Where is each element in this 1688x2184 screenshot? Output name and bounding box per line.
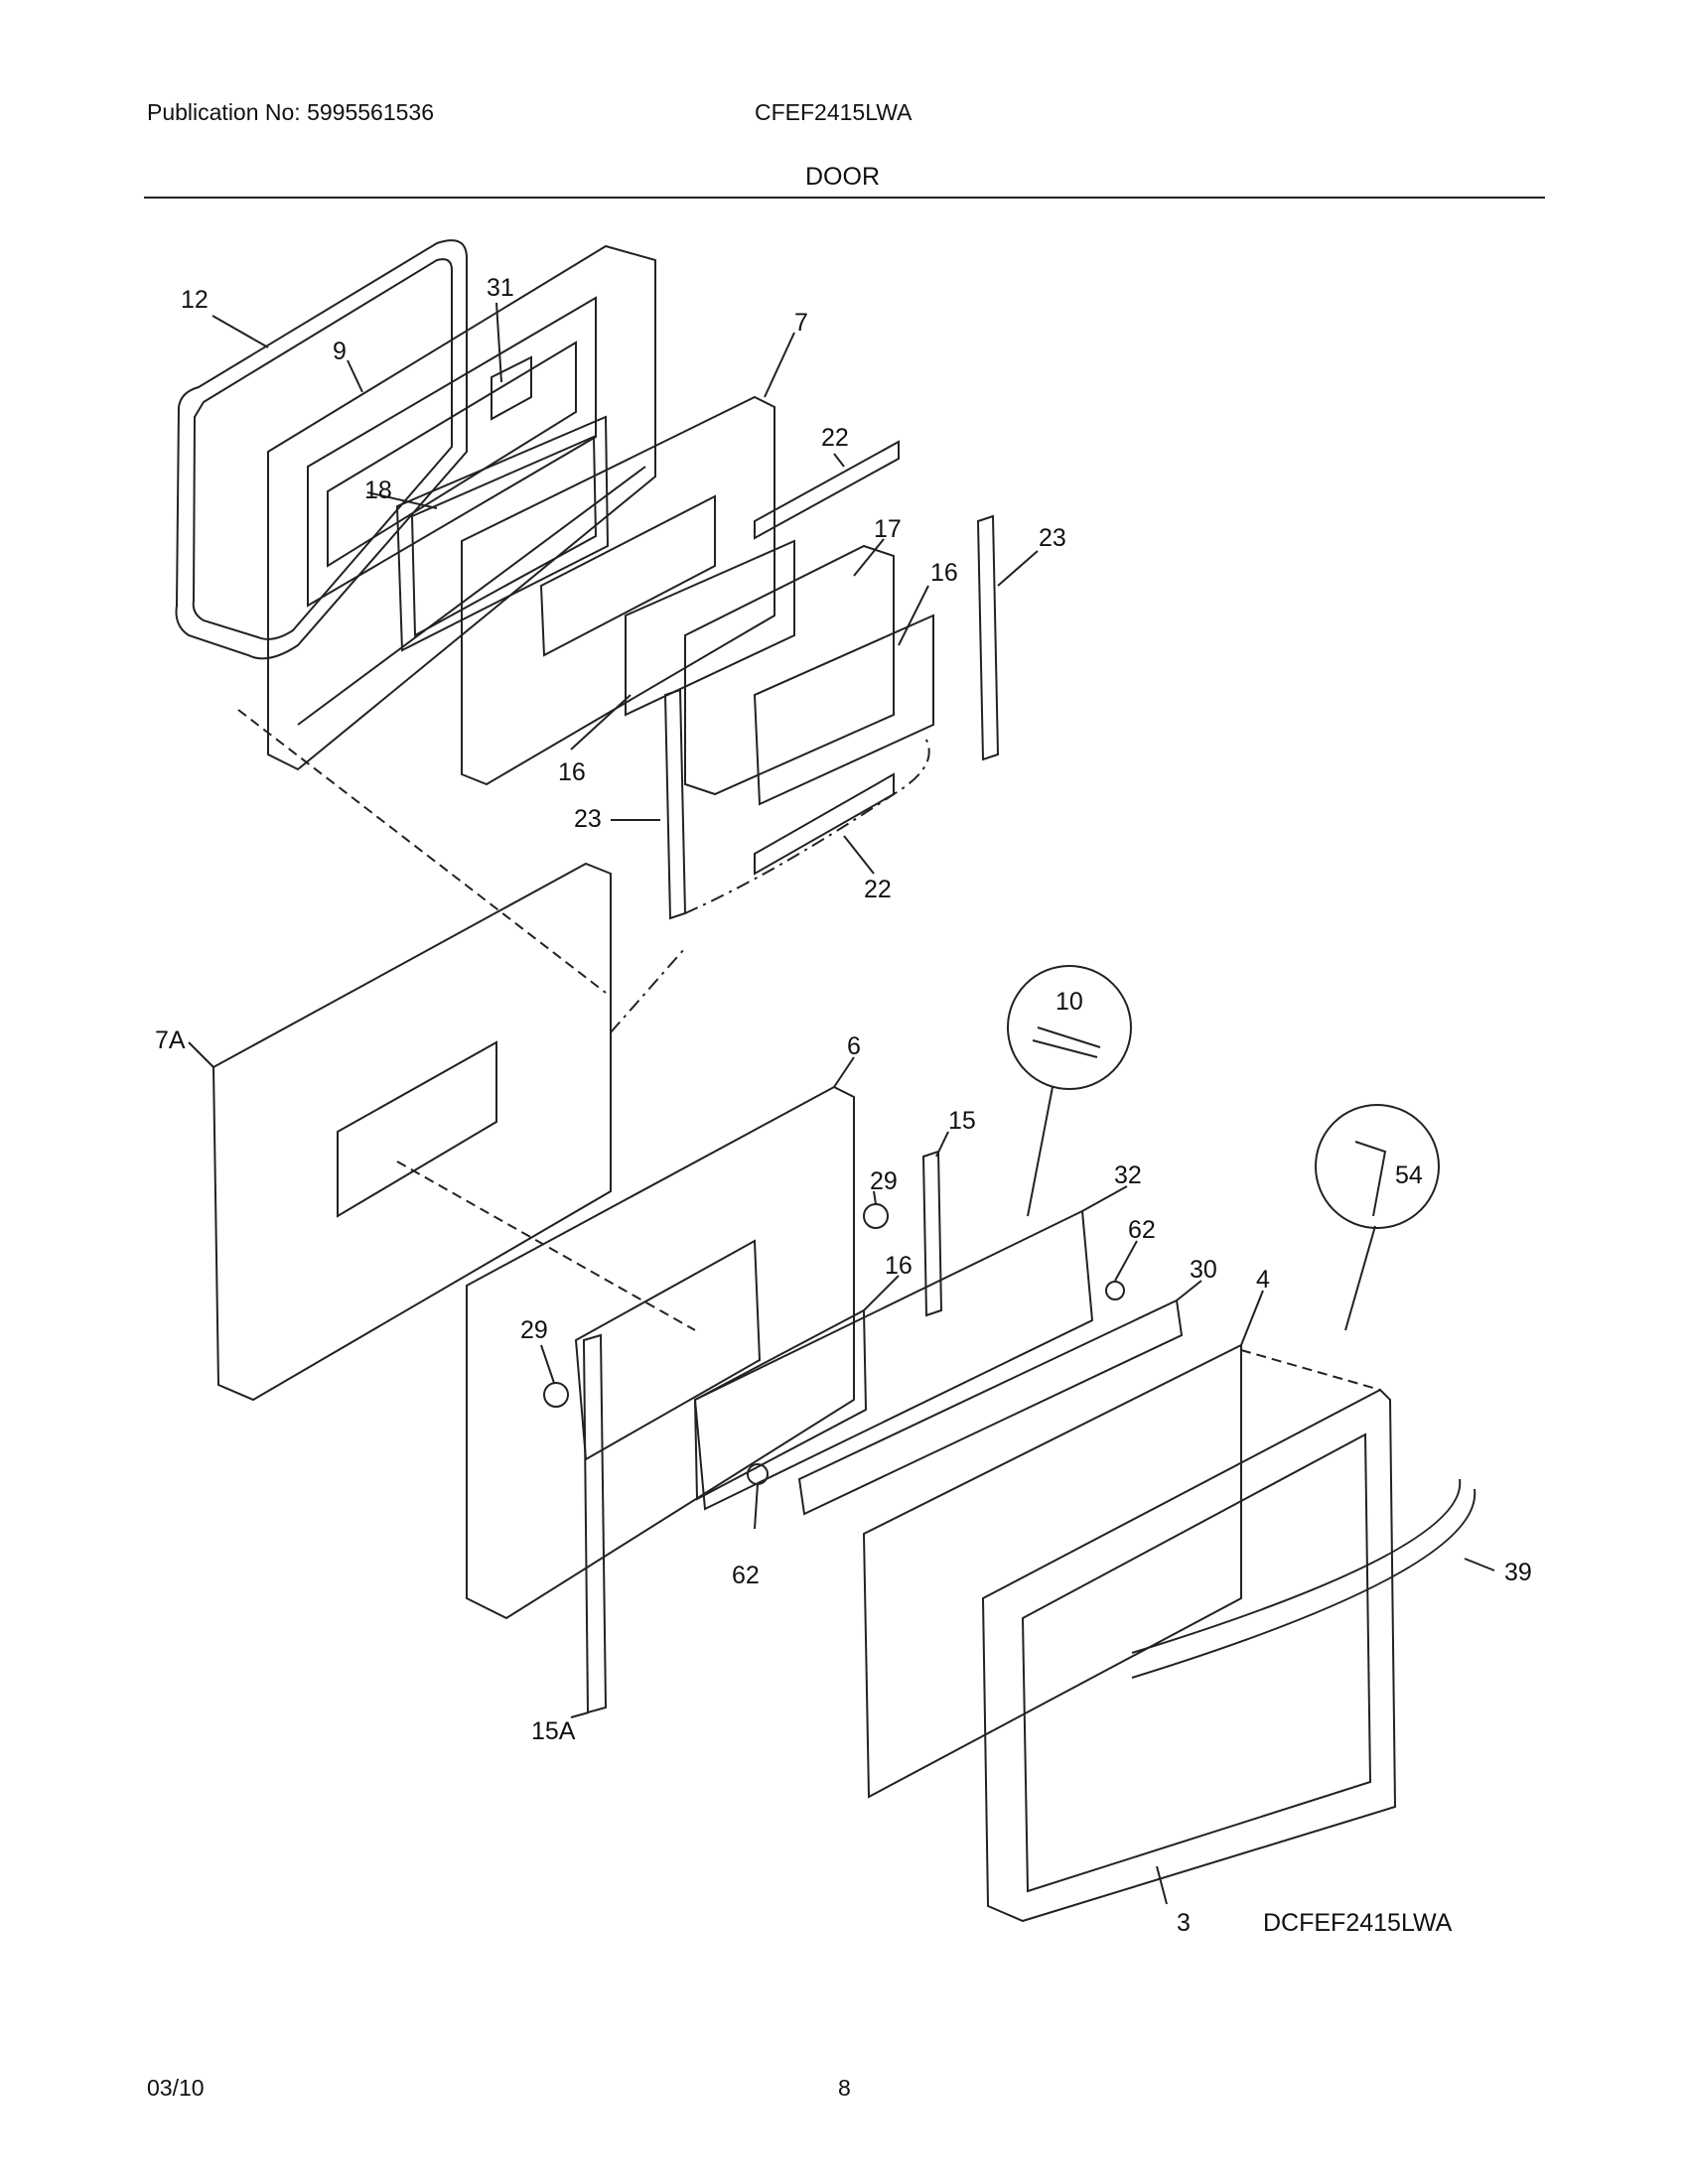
part-54-detail-circle	[1315, 1104, 1440, 1229]
callout-label: 12	[181, 286, 209, 314]
part-16-glass-lower	[693, 1308, 868, 1501]
callout-label: 16	[930, 559, 958, 587]
callout-label: 29	[520, 1316, 548, 1344]
diagram-code: DCFEF2415LWA	[1263, 1909, 1453, 1937]
callout-label: 39	[1504, 1559, 1532, 1586]
part-10-detail-circle	[1007, 965, 1132, 1090]
screw-54	[1354, 1141, 1387, 1217]
part-7A-insulation	[211, 862, 612, 1402]
part-62-bumper-right	[1105, 1281, 1125, 1300]
part-9-inner-liner	[267, 244, 656, 771]
callout-label: 15	[948, 1107, 976, 1135]
callout-label: 18	[364, 477, 392, 504]
publication-date: 03/10	[147, 2075, 205, 2101]
callout-label: 6	[847, 1032, 861, 1060]
callout-label: 62	[1128, 1216, 1156, 1244]
callout-label: 17	[874, 515, 902, 543]
callout-label: 54	[1395, 1161, 1423, 1189]
callout-label: 30	[1190, 1256, 1217, 1284]
callout-label: 62	[732, 1562, 760, 1589]
part-6-inner-panel	[466, 1085, 855, 1620]
part-29-bumper-left	[543, 1382, 569, 1408]
callout-label: 16	[558, 758, 586, 786]
part-15A-channel	[582, 1333, 608, 1714]
part-32-vent	[693, 1209, 1094, 1511]
part-23-hinge-left	[663, 688, 687, 920]
callout-label: 16	[885, 1252, 913, 1280]
part-30-channel	[797, 1298, 1184, 1516]
callout-label: 22	[821, 424, 849, 452]
part-15-channel	[921, 1150, 943, 1317]
part-31-bracket	[491, 355, 532, 421]
section-title: DOOR	[805, 163, 880, 191]
callout-label: 7	[794, 309, 808, 337]
part-22-rail-upper	[754, 440, 900, 540]
part-22-rail-lower	[754, 772, 895, 876]
callout-label: 4	[1256, 1266, 1270, 1294]
callout-label: 23	[574, 805, 602, 833]
screw-10	[1032, 1026, 1101, 1058]
publication-number: Publication No: 5995561536	[147, 99, 435, 125]
callout-label: 10	[1055, 988, 1083, 1016]
page-number: 8	[838, 2075, 851, 2101]
part-29-bumper-right	[863, 1203, 889, 1229]
callout-label: 7A	[155, 1026, 186, 1054]
part-4-outer-glass	[862, 1343, 1242, 1799]
callout-label: 15A	[531, 1717, 576, 1745]
header-rule	[144, 197, 1545, 199]
callout-label: 31	[487, 274, 514, 302]
callout-label: 32	[1114, 1161, 1142, 1189]
part-16-glass-a	[625, 539, 795, 717]
part-3-outer-door	[981, 1388, 1397, 1923]
part-23-hinge-right	[976, 514, 1000, 761]
callout-label: 29	[870, 1167, 898, 1195]
part-17-glass-pack	[684, 544, 895, 796]
part-18-window-gasket	[395, 415, 610, 652]
callout-label: 3	[1177, 1909, 1191, 1937]
part-16-glass-b	[753, 614, 934, 806]
part-7-insulation	[461, 395, 775, 786]
callout-label: 9	[333, 338, 347, 365]
callout-label: 23	[1039, 524, 1066, 552]
part-12-gasket	[175, 239, 468, 660]
callout-label: 22	[864, 876, 892, 903]
model-number: CFEF2415LWA	[755, 99, 913, 125]
part-39-handle	[1131, 1478, 1477, 1679]
